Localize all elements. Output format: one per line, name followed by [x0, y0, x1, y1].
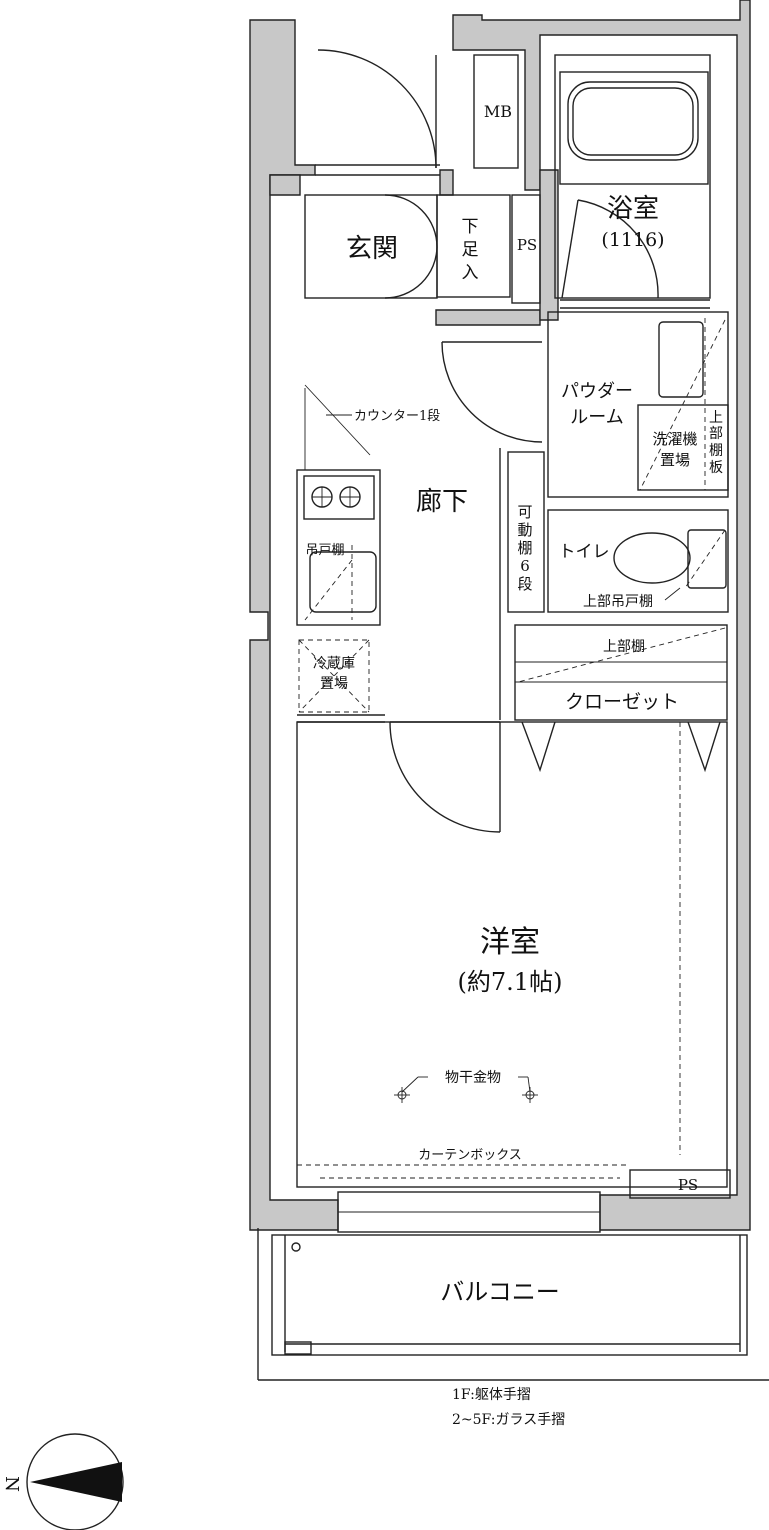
- washer-label-2: 置場: [660, 451, 690, 469]
- powder-room-label-1: パウダー: [561, 381, 633, 402]
- ps-bottom-label: PS: [678, 1176, 698, 1194]
- upper-shelf-label-4: 板: [709, 460, 723, 476]
- corridor-label: 廊下: [416, 487, 468, 517]
- western-room-size-label: (約7.1帖): [458, 968, 563, 996]
- upper-shelf-label-1: 上: [709, 410, 723, 426]
- western-room-label: 洋室: [480, 925, 540, 960]
- compass: N: [1, 1433, 124, 1530]
- bath-label: 浴室: [607, 194, 659, 224]
- mb-label: MB: [484, 102, 512, 121]
- door-swings: [317, 49, 659, 833]
- entrance-label: 玄関: [346, 234, 398, 264]
- compass-needle-icon: [30, 1462, 122, 1502]
- compass-north-label: N: [1, 1476, 22, 1492]
- shoe-box-label-3: 入: [462, 263, 479, 283]
- movable-shelf-label-5: 段: [517, 575, 532, 593]
- bath-size-label: (1116): [601, 229, 664, 251]
- toilet-upper-cabinet-label: 上部吊戸棚: [583, 594, 653, 610]
- balcony-label: バルコニー: [440, 1278, 560, 1306]
- upper-shelf-label-3: 棚: [709, 443, 723, 459]
- hanging-cabinet-label: 吊戸棚: [305, 543, 344, 558]
- railing-1f-note: 1F:躯体手摺: [452, 1387, 531, 1403]
- fridge-label-2: 置場: [320, 676, 348, 692]
- closet-label: クローゼット: [565, 691, 679, 713]
- upper-shelf-label-2: 部: [709, 426, 723, 442]
- ps-top-label: PS: [517, 236, 537, 254]
- counter-label: カウンター1段: [354, 409, 440, 424]
- curtain-box-label: カーテンボックス: [418, 1148, 522, 1163]
- fridge-label-1: 冷蔵庫: [313, 655, 355, 672]
- drying-hardware-label: 物干金物: [445, 1070, 501, 1086]
- movable-shelf-label-3: 棚: [517, 539, 532, 557]
- shoe-box-label-1: 下: [462, 217, 479, 237]
- railing-notes: 1F:躯体手摺 2~5F:ガラス手摺: [452, 1387, 565, 1428]
- toilet-label: トイレ: [559, 542, 610, 562]
- movable-shelf-label-2: 動: [517, 521, 532, 539]
- powder-room-label-2: ルーム: [570, 407, 623, 428]
- closet-upper-label: 上部棚: [603, 639, 645, 655]
- movable-shelf-label-1: 可: [517, 503, 532, 521]
- railing-upper-note: 2~5F:ガラス手摺: [452, 1412, 565, 1428]
- washer-label-1: 洗濯機: [652, 430, 697, 448]
- room-labels: 玄関 下 足 入 MB PS 浴室 (1116) パウダー ルーム 洗濯機 置場…: [305, 102, 723, 1306]
- movable-shelf-label-4: 6: [520, 557, 530, 575]
- shoe-box-label-2: 足: [462, 240, 479, 260]
